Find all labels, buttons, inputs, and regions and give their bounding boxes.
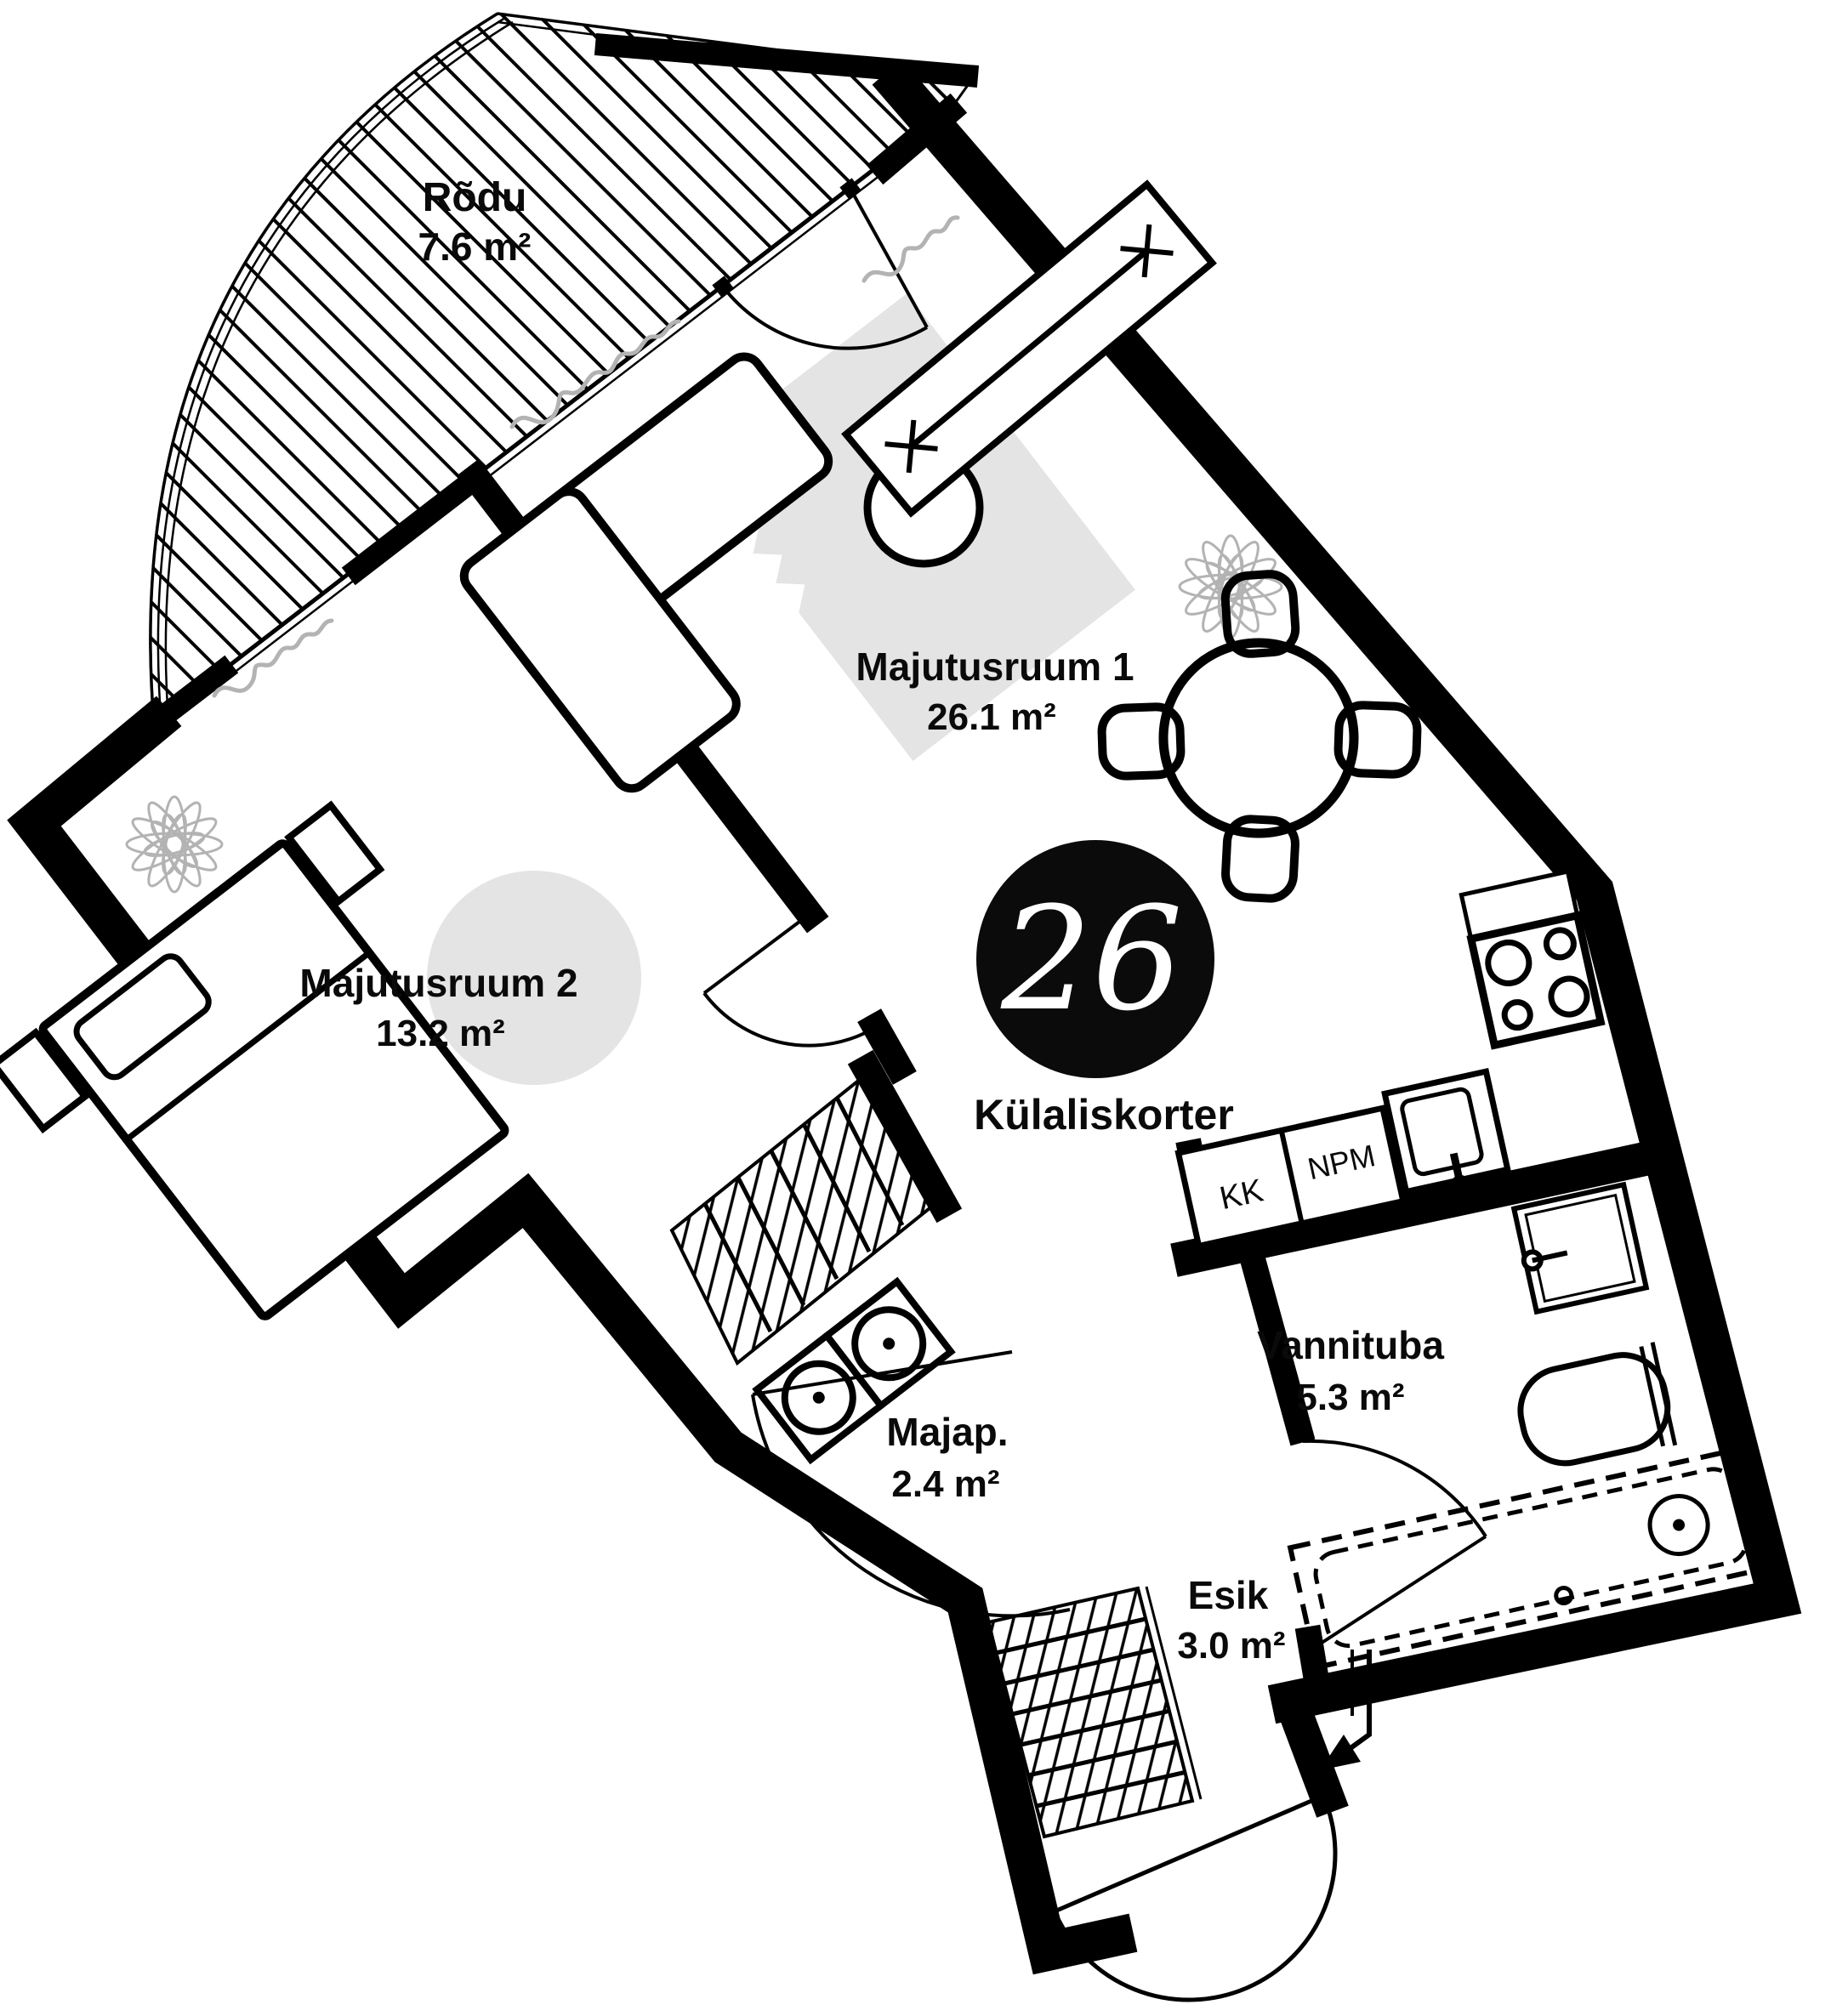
bedroom-door-jamb: [857, 1008, 917, 1085]
exterior-wall-right: [872, 59, 1802, 1724]
entrance-door-arc: [1052, 1793, 1338, 2002]
bedroom-door-arc: [702, 912, 878, 1048]
stair-steps: [702, 1096, 905, 1333]
room-area-rodu: 7.6 m²: [418, 224, 532, 269]
stove-icon: [1459, 869, 1606, 1050]
living-room-furniture: [459, 179, 1422, 903]
unit-type-label: Külaliskorter: [974, 1091, 1234, 1139]
dining-chairs: [1097, 570, 1422, 903]
dining-table: [1158, 638, 1359, 838]
room-label-vannituba: Vannituba: [1257, 1323, 1444, 1367]
kitchen-counter: KK NPM: [1174, 1067, 1511, 1250]
room-area-vannituba: 5.3 m²: [1296, 1377, 1404, 1418]
balcony-top-wall: [594, 33, 980, 88]
stair-steps: [995, 1616, 1187, 1809]
counter-edge: [1178, 1106, 1384, 1156]
pillow: [73, 953, 212, 1081]
room-label-majap: Majap.: [886, 1410, 1008, 1454]
room-label-majutusruum-2: Majutusruum 2: [299, 961, 577, 1005]
room-area-esik: 3.0 m²: [1177, 1625, 1285, 1667]
exterior-wall-left: [7, 696, 1138, 1975]
entry-jamb-wall: [1269, 1678, 1349, 1818]
bedroom-furniture: [0, 795, 878, 1320]
stair-wedge: [669, 1068, 941, 1366]
bathroom-fixtures: [1287, 1181, 1775, 1671]
bed: [0, 800, 509, 1320]
utility-appliances: [752, 1276, 956, 1465]
nightstand: [0, 1027, 90, 1134]
bathroom-left-wall: [1234, 1234, 1316, 1446]
room-labels: Rõdu 7.6 m² Majutusruum 1 26.1 m² Majutu…: [299, 175, 1444, 1667]
room-area-majutusruum-1: 26.1 m²: [927, 696, 1056, 738]
room-label-majutusruum-1: Majutusruum 1: [856, 645, 1134, 689]
curtain-icon: [212, 215, 960, 698]
washbasin-icon: [1510, 1181, 1650, 1315]
bedroom-rug: [427, 871, 641, 1085]
room-area-majap: 2.4 m²: [891, 1463, 999, 1505]
unit-badge: 26: [976, 840, 1214, 1078]
nightstand: [284, 800, 385, 906]
plant-icon: [125, 795, 224, 894]
drying-rack: [841, 179, 1217, 518]
stair-stringer: [1145, 1586, 1203, 1800]
bathroom-door-arc: [1302, 1439, 1487, 1650]
blanket-line: [124, 950, 372, 1142]
sofa: [459, 352, 833, 793]
toilet-icon: [1517, 1342, 1678, 1467]
stairs-down-arrow: [1320, 1650, 1372, 1770]
room-label-esik: Esik: [1188, 1573, 1269, 1617]
hall-door-arc: [751, 1350, 1071, 1618]
unit-number: 26: [1000, 876, 1183, 1042]
room-label-rodu: Rõdu: [423, 175, 527, 220]
badge-circle: [976, 840, 1214, 1078]
facade-mullions: [212, 178, 861, 682]
room-area-majutusruum-2: 13.2 m²: [376, 1013, 505, 1054]
dining-set: [1097, 570, 1422, 903]
kitchen-sink-icon: [1381, 1067, 1511, 1195]
balcony-door: [721, 188, 929, 350]
bathtub-icon: [1287, 1445, 1775, 1671]
entrance-area: [986, 1586, 1372, 2002]
bathroom-top-wall: [1170, 1136, 1677, 1277]
balcony: [140, 12, 980, 737]
dryer-icon: [822, 1276, 956, 1411]
